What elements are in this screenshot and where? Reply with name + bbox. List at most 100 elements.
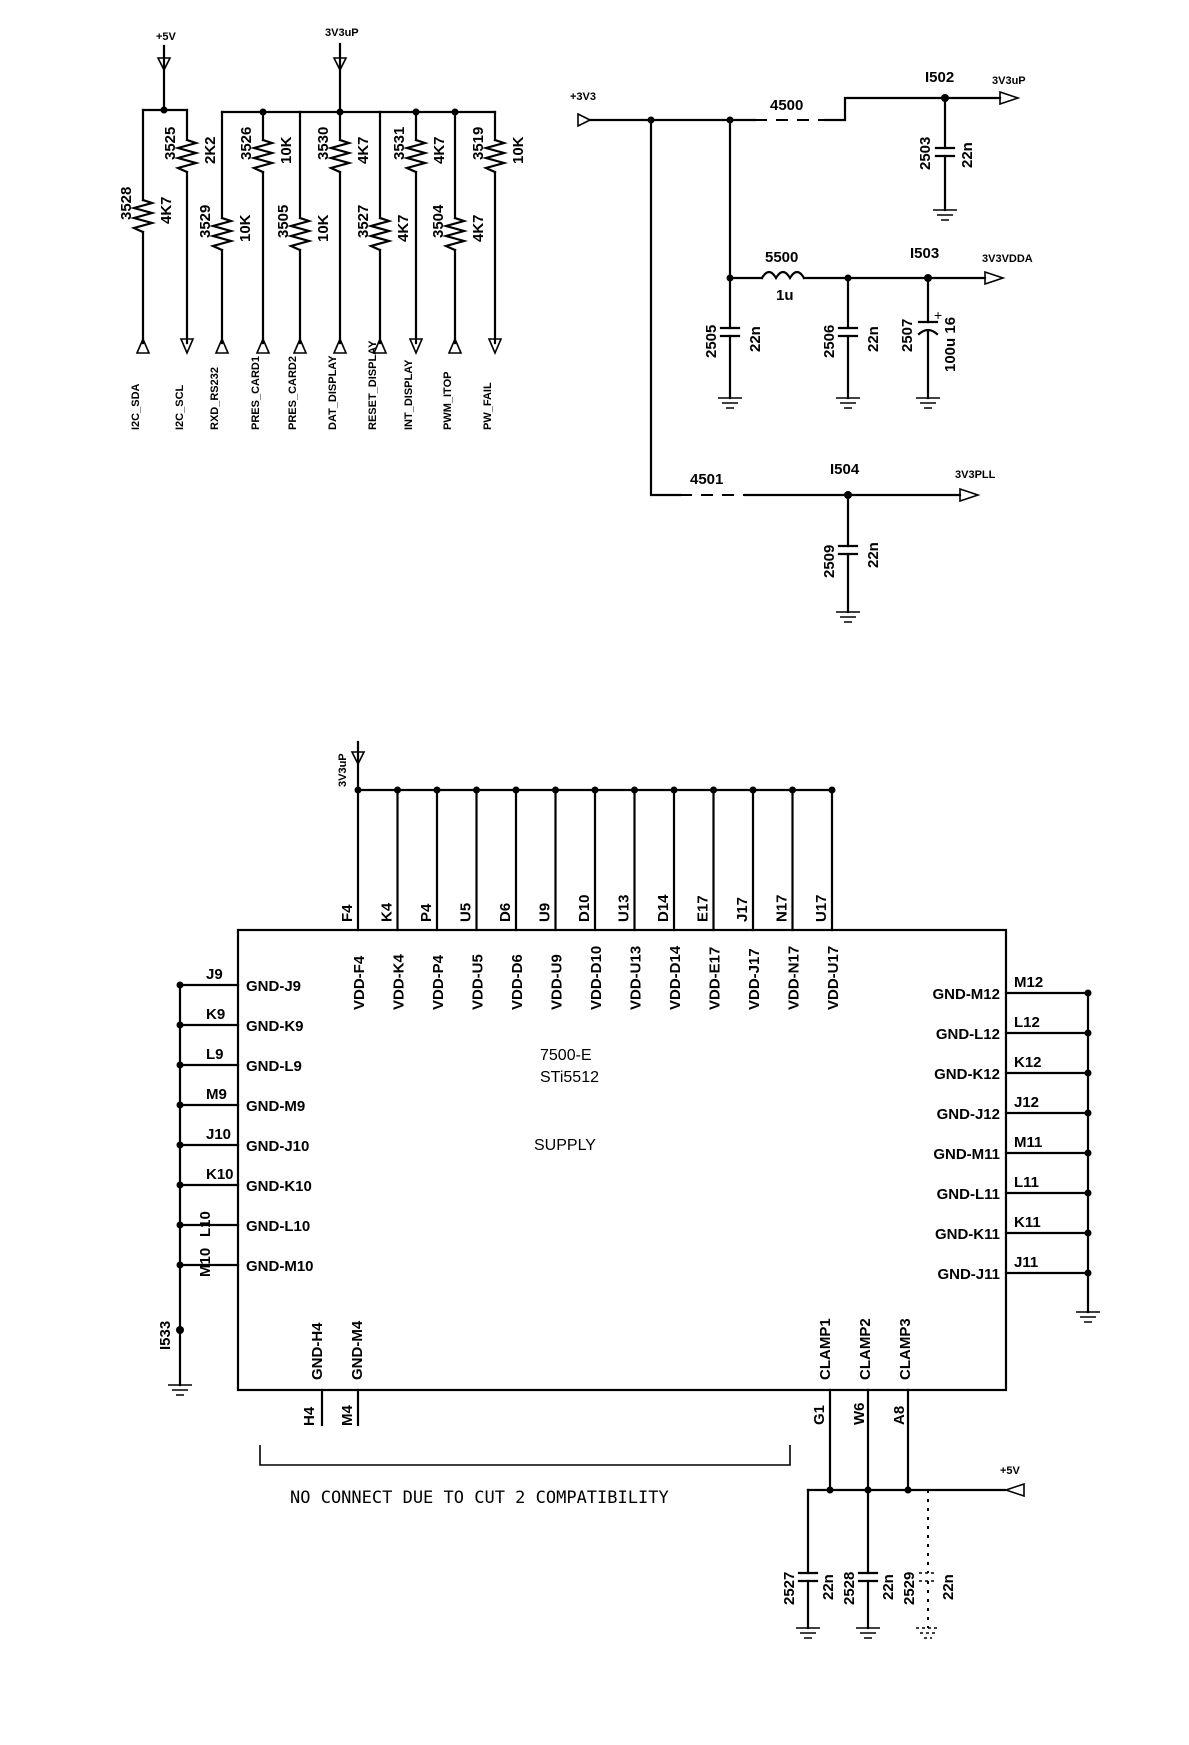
pin-name-clamp1: CLAMP1: [817, 1318, 834, 1380]
resistor-3505-body: [286, 216, 314, 252]
chip-section: 3V3uP 7500-E STi5512 SUPPLY F4VDD-F4K4VD…: [157, 740, 1100, 1639]
resistor-3527-ref: 3527: [355, 205, 372, 238]
right-gnd-pins: M12GND-M12L12GND-L12K12GND-K12J12GND-J12…: [932, 974, 1092, 1283]
cap-2528-value: 22n: [880, 1574, 897, 1600]
junction: [789, 786, 796, 794]
cap-2507-value: 100u 16: [942, 317, 959, 372]
resistor-3525-body: [173, 138, 201, 174]
resistor-3504-body: [441, 216, 469, 252]
pin-ball: U9: [537, 903, 554, 922]
resistor-3531-value: 4K7: [431, 136, 448, 164]
pin-name: GND-J12: [937, 1106, 1000, 1123]
signal-arrow: [214, 336, 230, 354]
resistor-3504-value: 4K7: [470, 214, 487, 242]
pin-ball: K12: [1014, 1054, 1042, 1071]
cap-2505-plates: [719, 326, 741, 338]
junction: [473, 786, 480, 794]
resistor-3519-value: 10K: [510, 136, 527, 164]
wire: [649, 118, 682, 497]
signal-dat-display: DAT_DISPLAY: [327, 355, 339, 430]
signal-arrow: [179, 338, 195, 356]
junction: [710, 786, 717, 794]
power-section: +3V3 4500 I502 3V3uP 2503 22n 5500 1u I5…: [570, 69, 1033, 623]
ic-ref: 7500-E: [540, 1047, 592, 1064]
pin-name: GND-J10: [246, 1138, 309, 1155]
pin-name: VDD-U9: [549, 954, 566, 1010]
power-input-arrow: [577, 112, 592, 128]
junction: [552, 786, 559, 794]
pin-ball-m4: M4: [339, 1405, 356, 1426]
cap-2529-plates: [919, 1572, 937, 1582]
cap-2506-plates: [837, 326, 859, 338]
out-3v3pll-arrow: [959, 487, 981, 503]
pin-name: GND-M9: [246, 1098, 305, 1115]
out-3v3pll-label: 3V3PLL: [955, 469, 996, 481]
junction: [394, 786, 401, 794]
cap-2507-ref: 2507: [899, 319, 916, 352]
resistor-3529-body: [208, 216, 236, 252]
resistor-3504-ref: 3504: [430, 204, 447, 238]
pin-name-m4: GND-M4: [349, 1320, 366, 1380]
wire: [823, 96, 1002, 122]
cap-2503-plates: [934, 146, 956, 158]
ground-icon: [168, 1384, 192, 1396]
power-input-label: +3V3: [570, 91, 596, 103]
resistor-3530-value: 4K7: [355, 136, 372, 164]
junction: [160, 106, 168, 114]
clamp-caps: 2527 22n 2528 22n 2529 22n: [781, 1488, 957, 1639]
chip-rail-arrow: [350, 751, 366, 766]
cap-2528-ref: 2528: [841, 1572, 858, 1605]
clamp-rail-arrow: [1003, 1482, 1025, 1498]
inductor-5500-value: 1u: [776, 287, 794, 304]
signal-arrow: [487, 338, 503, 356]
ground-icon: [796, 1627, 820, 1639]
pin-name: VDD-U13: [628, 946, 645, 1010]
pin-name: GND-K11: [935, 1226, 1000, 1243]
signal-arrow: [255, 336, 271, 354]
pin-ball: F4: [339, 904, 356, 922]
cap-2529-ref: 2529: [901, 1572, 918, 1605]
rail-5v-arrow: [156, 57, 172, 72]
pin-name: GND-J9: [246, 978, 301, 995]
signal-i2c-sda: I2C_SDA: [130, 383, 142, 430]
pin-name: GND-K10: [246, 1178, 312, 1195]
bottom-left-pins: GND-H4 GND-M4 H4 M4: [301, 1320, 366, 1427]
pin-name: VDD-D6: [509, 954, 526, 1010]
pin-ball: N17: [774, 894, 791, 922]
signal-arrow: [332, 336, 348, 354]
pin-ball: D14: [655, 894, 672, 922]
junction: [828, 786, 836, 794]
pin-ball-a8: A8: [891, 1406, 908, 1425]
pin-ball: U5: [458, 903, 475, 922]
resistor-3528-ref: 3528: [118, 187, 135, 220]
signal-arrow: [292, 336, 308, 354]
ground-icon: [916, 397, 940, 409]
i533-node: [176, 1326, 184, 1334]
chip-rail-label: 3V3uP: [337, 753, 349, 787]
cap-2527-value: 22n: [820, 1574, 837, 1600]
pin-name-clamp3: CLAMP3: [897, 1318, 914, 1380]
signal-pwm-itop: PWM_ITOP: [442, 372, 454, 430]
out-3v3vdda-arrow: [984, 270, 1006, 286]
resistor-3505-ref: 3505: [275, 205, 292, 238]
resistor-3531-body: [402, 138, 430, 174]
pin-name: GND-M10: [246, 1258, 314, 1275]
rail-5v-label: +5V: [156, 31, 177, 43]
signal-arrow: [408, 338, 424, 356]
